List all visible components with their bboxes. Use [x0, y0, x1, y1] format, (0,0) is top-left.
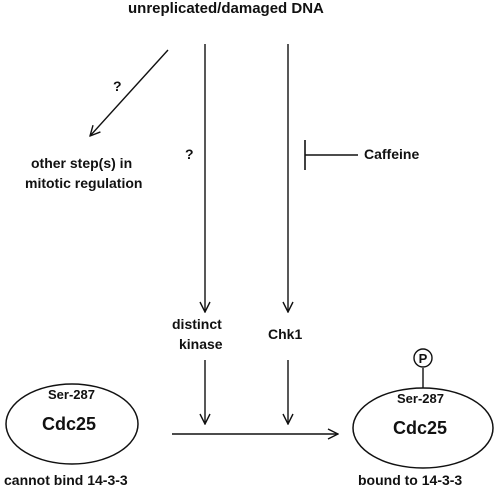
other-steps-label-1: other step(s) in	[31, 155, 133, 171]
left-cdc25-label: Cdc25	[42, 414, 97, 434]
right-ser287-label: Ser-287	[397, 391, 444, 406]
arrow-to-other-steps	[90, 49, 169, 136]
left-ser287-label: Ser-287	[48, 387, 95, 402]
question-mark-left: ?	[113, 78, 122, 94]
phospho-label: P	[419, 351, 428, 366]
left-caption: cannot bind 14-3-3	[4, 472, 128, 488]
chk1-label: Chk1	[268, 326, 303, 342]
right-caption: bound to 14-3-3	[358, 472, 463, 488]
caffeine-label: Caffeine	[364, 146, 420, 162]
question-mark-middle: ?	[185, 146, 194, 162]
distinct-kinase-label-1: distinct	[172, 316, 222, 332]
distinct-kinase-label-2: kinase	[179, 336, 223, 352]
other-steps-label-2: mitotic regulation	[25, 175, 143, 191]
top-label: unreplicated/damaged DNA	[128, 0, 324, 17]
phospho-circle	[413, 348, 433, 368]
left-cdc25-ellipse	[5, 383, 139, 465]
right-cdc25-label: Cdc25	[393, 418, 448, 438]
